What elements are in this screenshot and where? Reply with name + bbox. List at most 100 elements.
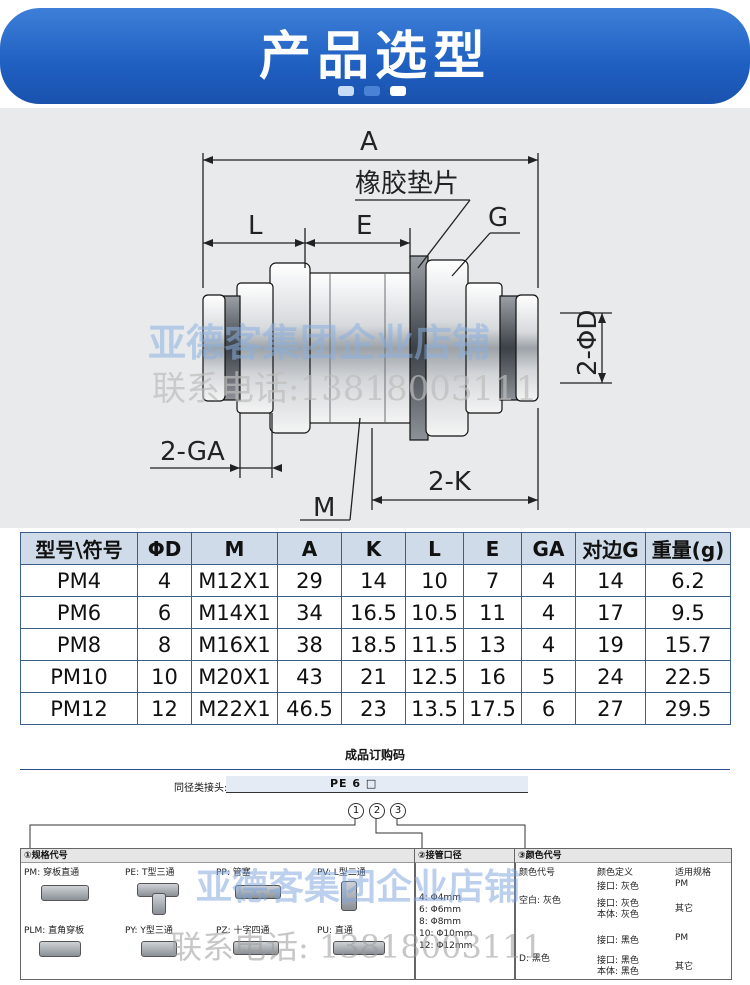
header-ga: GA — [521, 532, 576, 565]
right-release-button — [515, 294, 539, 402]
body-tube — [299, 272, 426, 424]
cell-d: 8 — [137, 628, 192, 661]
cell-e: 7 — [463, 564, 522, 597]
cell-m: M16X1 — [191, 628, 278, 661]
watermark-line2: 联系电话:13818003111 — [152, 369, 537, 409]
spec-table: 型号\符号 ΦD M A K L E GA 对边G 重量(g) PM4 4 M1… — [20, 532, 731, 725]
header-model: 型号\符号 — [20, 532, 138, 565]
panel-spec-heading: ①规格代号 — [21, 849, 415, 863]
color-blank: 空白: 灰色 — [519, 896, 561, 906]
part-plm-image — [39, 941, 81, 957]
size-8: 8: Φ8mm — [419, 917, 461, 927]
item-pp: PP: 管塞 — [216, 868, 251, 878]
item-pz: PZ: 十字四通 — [216, 926, 270, 936]
header-a: A — [277, 532, 342, 565]
item-pm: PM: 穿板直通 — [24, 868, 80, 878]
cell-m: M22X1 — [191, 692, 278, 725]
size-4: 4: Φ4mm — [419, 893, 461, 903]
dot-white — [390, 86, 406, 96]
item-pe: PE: T型三通 — [125, 868, 175, 878]
cell-k: 18.5 — [341, 628, 406, 661]
table-row: PM8 8 M16X1 38 18.5 11.5 13 4 19 15.7 — [20, 628, 731, 661]
cell-m: M20X1 — [191, 660, 278, 693]
part-pu-image — [333, 941, 385, 955]
size-6: 6: Φ6mm — [419, 905, 461, 915]
cell-weight: 9.5 — [645, 596, 731, 629]
panel-color-heading: ③颜色代号 — [515, 849, 731, 863]
marker-2: 2 — [369, 803, 385, 819]
color-row-spec: 其它 — [675, 904, 694, 914]
cell-weight: 29.5 — [645, 692, 731, 725]
cell-e: 13 — [463, 628, 522, 661]
cell-ga: 6 — [521, 692, 576, 725]
page-title: 产品选型 — [258, 27, 491, 87]
dim-label-A: A — [360, 127, 378, 157]
size-12: 12: Φ12mm — [419, 941, 473, 951]
cell-l: 10.5 — [405, 596, 464, 629]
cell-m: M14X1 — [191, 596, 278, 629]
order-code-section: 成品订购码 同径类接头: PE 6 □ 1 2 3 ①规格代号 PM: 穿板直通… — [0, 740, 750, 985]
marker-3: 3 — [390, 803, 406, 819]
technical-drawing: A 橡胶垫片 G L E 2-ΦD 2-GA 2-K M 亚德客集团企业店铺 联… — [0, 108, 750, 528]
item-plm: PLM: 直角穿板 — [24, 926, 85, 936]
panel-tube-size: ②接管口径 4: Φ4mm 6: Φ6mm 8: Φ8mm 10: Φ10mm … — [414, 848, 516, 980]
cell-e: 17.5 — [463, 692, 522, 725]
color-row: 接口: 黑色 — [597, 956, 639, 966]
color-row-spec: PM — [675, 933, 689, 943]
cell-d: 10 — [137, 660, 192, 693]
cell-model: PM4 — [20, 564, 138, 597]
part-pm-image — [41, 885, 89, 901]
order-title: 成品订购码 — [344, 748, 405, 762]
cell-l: 12.5 — [405, 660, 464, 693]
cell-l: 10 — [405, 564, 464, 597]
part-py-image — [141, 941, 177, 957]
dim-label-G: G — [488, 203, 508, 233]
dot-light — [338, 86, 354, 96]
cell-e: 16 — [463, 660, 522, 693]
cell-d: 4 — [137, 564, 192, 597]
cell-d: 12 — [137, 692, 192, 725]
color-row: 接口: 黑色 — [597, 936, 639, 946]
dim-label-M: M — [313, 493, 335, 523]
table-row: PM4 4 M12X1 29 14 10 7 4 14 6.2 — [20, 564, 731, 597]
header-m: M — [191, 532, 278, 565]
cell-g: 24 — [575, 660, 646, 693]
header-l: L — [405, 532, 464, 565]
header-weight: 重量(g) — [645, 532, 731, 565]
dim-label-L: L — [248, 211, 263, 241]
cell-g: 27 — [575, 692, 646, 725]
color-col-spec: 适用规格 — [675, 868, 712, 878]
cell-k: 14 — [341, 564, 406, 597]
left-release-button — [202, 294, 226, 402]
part-pe-stem-image — [152, 893, 166, 915]
color-row-spec: 其它 — [675, 962, 694, 972]
cell-k: 21 — [341, 660, 406, 693]
cell-weight: 15.7 — [645, 628, 731, 661]
fitting-drawing-svg: A 橡胶垫片 G L E 2-ΦD 2-GA 2-K M 亚德客集团企业店铺 联… — [148, 127, 612, 523]
table-row: PM12 12 M22X1 46.5 23 13.5 17.5 6 27 29.… — [20, 692, 731, 725]
cell-a: 29 — [277, 564, 342, 597]
cell-l: 13.5 — [405, 692, 464, 725]
header-banner: 产品选型 — [0, 0, 750, 108]
cell-model: PM6 — [20, 596, 138, 629]
dim-label-K: 2-K — [428, 467, 472, 497]
panel-spec-code: ①规格代号 PM: 穿板直通 PE: T型三通 PP: 管塞 PV: L型二通 … — [20, 848, 416, 980]
table-row: PM6 6 M14X1 34 16.5 10.5 11 4 17 9.5 — [20, 596, 731, 629]
size-10: 10: Φ10mm — [419, 929, 473, 939]
cell-model: PM10 — [20, 660, 138, 693]
header-e: E — [463, 532, 522, 565]
header-g: 对边G — [575, 532, 646, 565]
cell-k: 23 — [341, 692, 406, 725]
banner-dots — [338, 86, 406, 96]
color-row: 接口: 灰色 — [597, 899, 639, 909]
color-col-def: 颜色定义 — [597, 868, 634, 878]
dot-mid — [364, 86, 380, 96]
header-d: ΦD — [137, 532, 192, 565]
item-pv: PV: L型二通 — [317, 868, 366, 878]
cell-a: 34 — [277, 596, 342, 629]
cell-g: 17 — [575, 596, 646, 629]
part-pp-image — [235, 885, 281, 899]
cell-l: 11.5 — [405, 628, 464, 661]
marker-1: 1 — [348, 803, 364, 819]
